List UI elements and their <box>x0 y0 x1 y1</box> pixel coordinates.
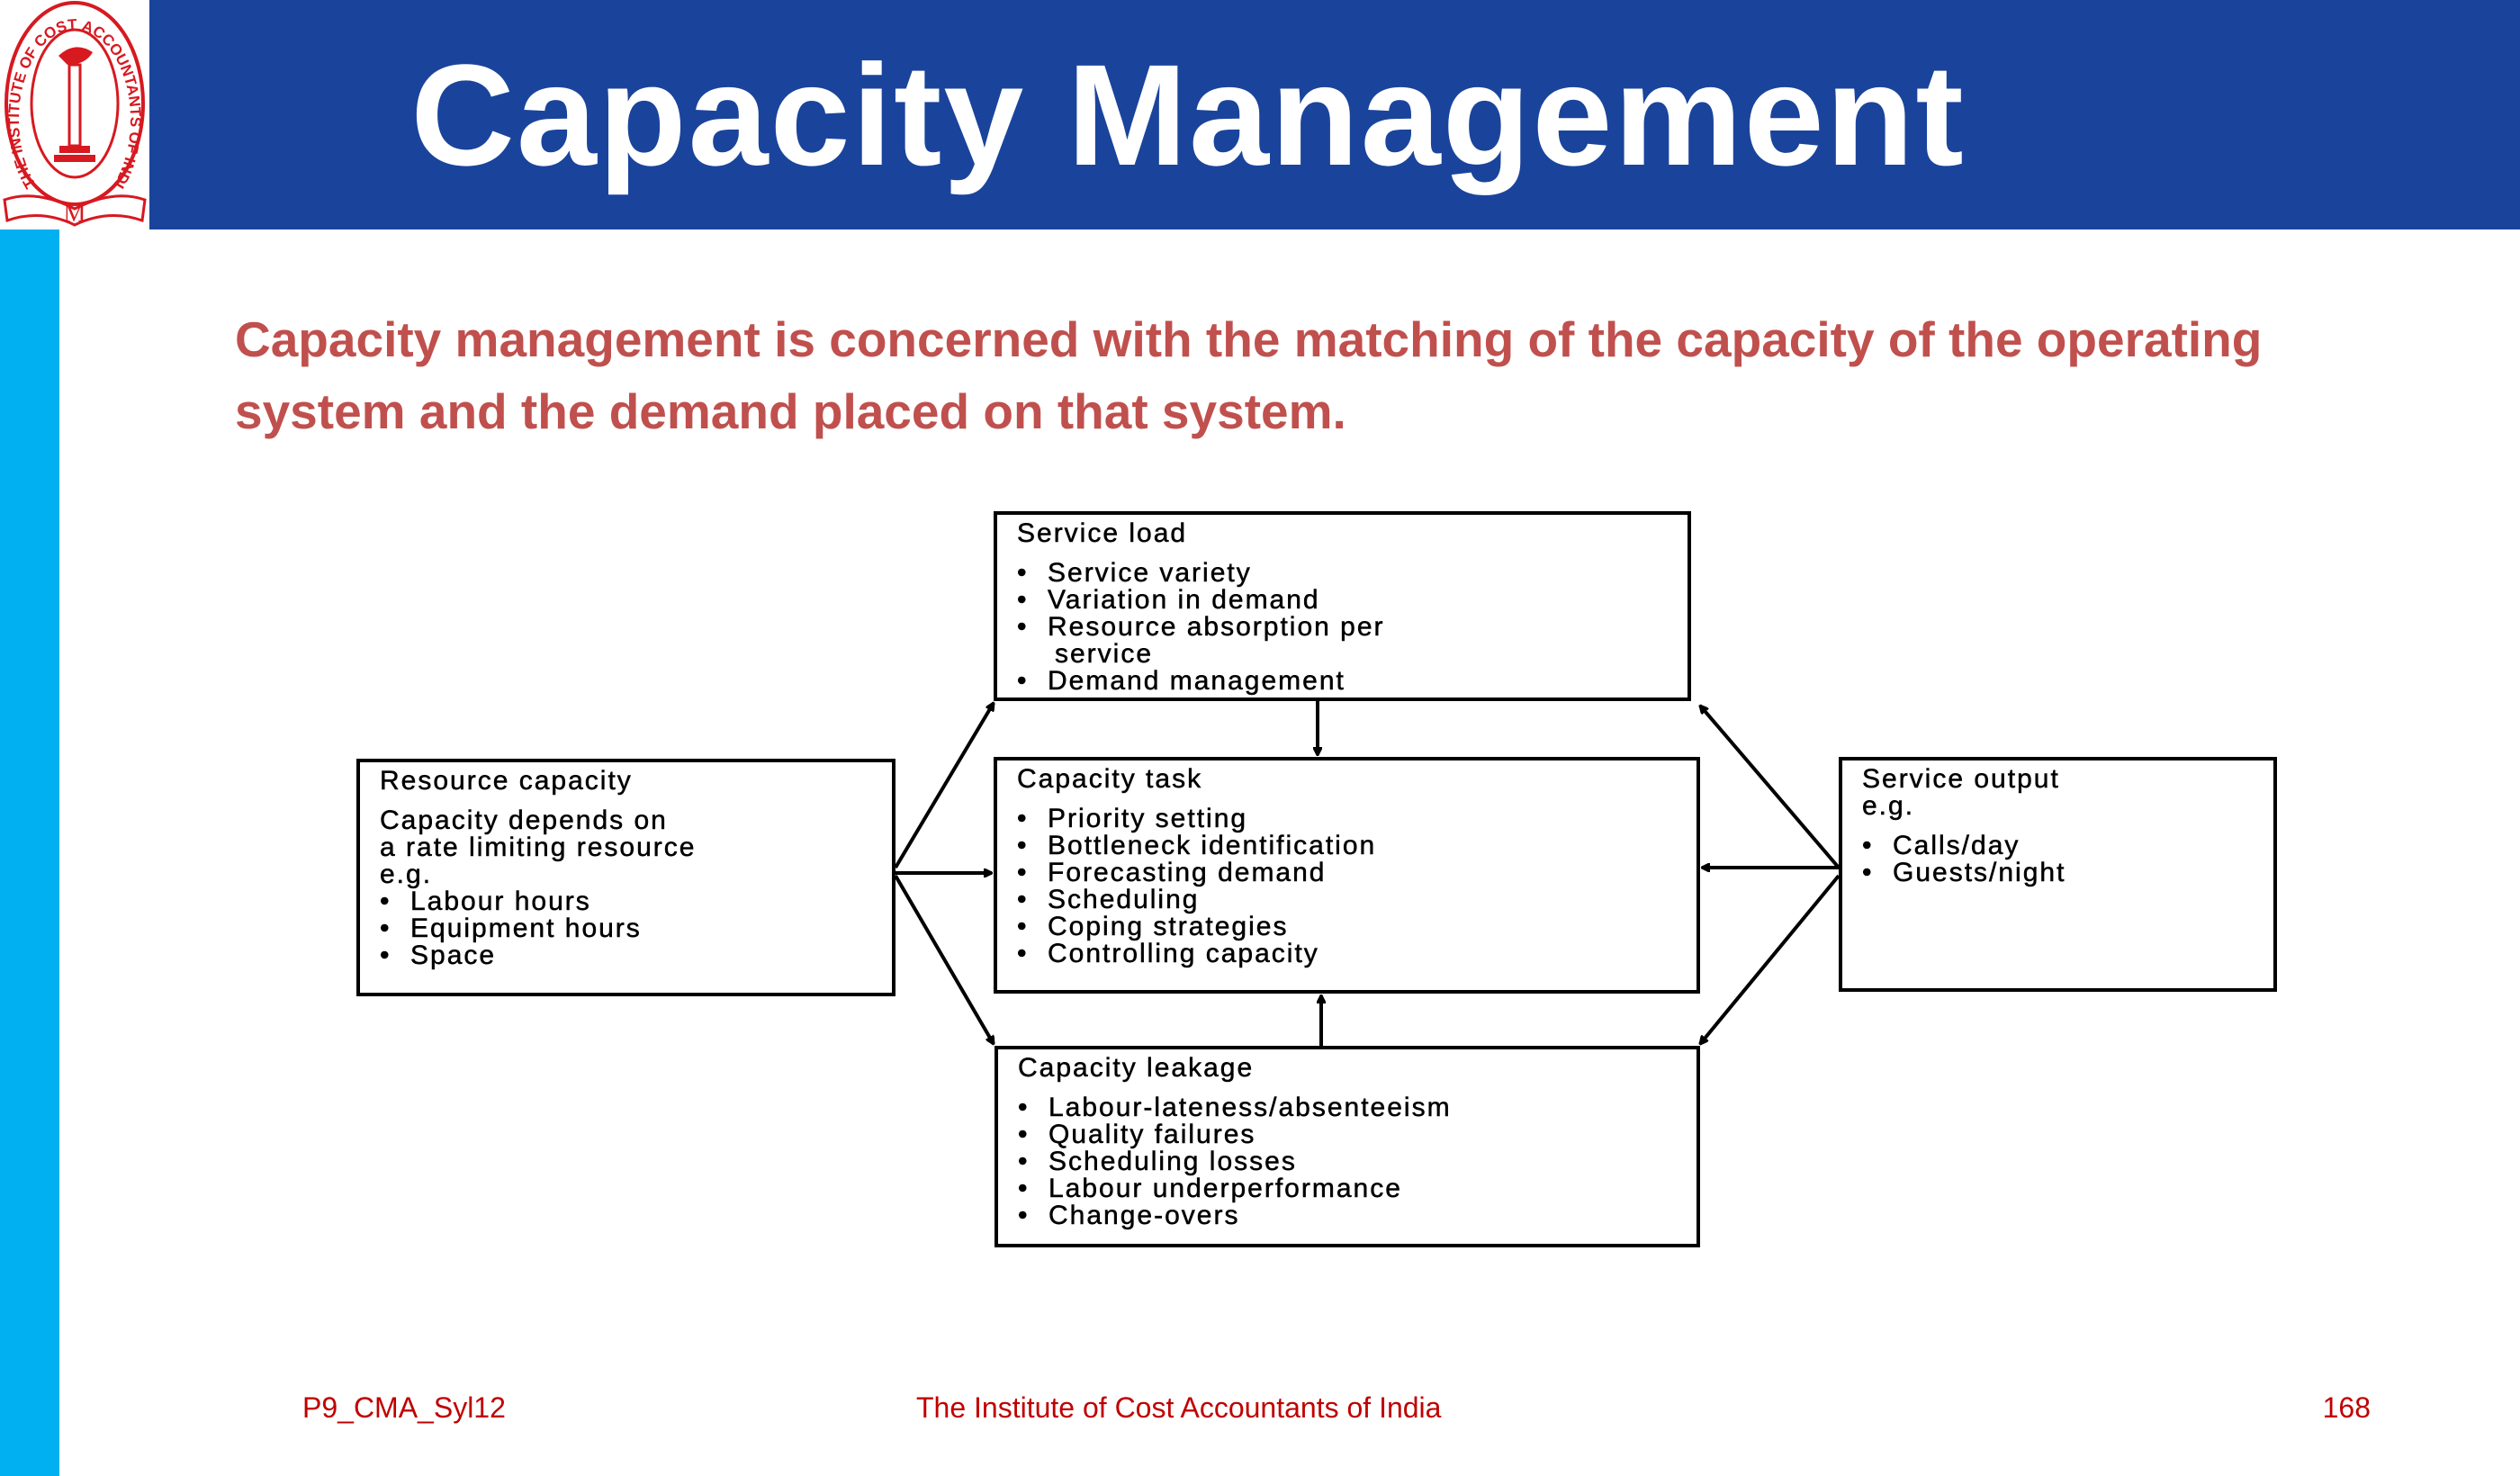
box-description: e.g. <box>1862 791 1915 821</box>
list-item: •Equipment hours <box>380 914 642 943</box>
list-item: •Service variety <box>1017 558 1252 588</box>
capacity-leakage-box: Capacity leakage •Labour-lateness/absent… <box>994 1046 1700 1247</box>
box-description: a rate limiting resource <box>380 832 697 862</box>
service-output-box: Service output e.g. •Calls/day •Guests/n… <box>1839 757 2277 992</box>
subtitle: Capacity management is concerned with th… <box>235 303 2413 447</box>
list-item: •Change-overs <box>1018 1201 1240 1230</box>
list-item: •Calls/day <box>1862 831 2020 860</box>
arrow-output-to-leakage <box>1700 874 1840 1044</box>
list-item: •Resource absorption per <box>1017 612 1385 642</box>
box-title: Service output <box>1862 764 2060 794</box>
page-title: Capacity Management <box>410 34 1966 195</box>
box-title: Capacity task <box>1017 764 1203 794</box>
box-title: Capacity leakage <box>1018 1053 1255 1083</box>
capacity-task-box: Capacity task •Priority setting •Bottlen… <box>994 757 1700 994</box>
list-item-continuation: service <box>1055 639 1154 669</box>
subtitle-line-1: Capacity management is concerned with th… <box>235 311 2263 367</box>
resource-capacity-box: Resource capacity Capacity depends on a … <box>356 759 896 996</box>
list-item: •Bottleneck identification <box>1017 831 1377 860</box>
footer-organization: The Institute of Cost Accountants of Ind… <box>916 1391 1442 1424</box>
arrow-resource-to-leakage <box>894 874 995 1044</box>
sidebar-accent-bar <box>0 230 59 1476</box>
institute-logo: THE INSTITUTE OF COST ACCOUNTANTS OF IND… <box>0 0 149 230</box>
arrow-output-to-load <box>1700 706 1840 869</box>
service-load-box: Service load •Service variety •Variation… <box>994 511 1691 701</box>
list-item: •Labour-lateness/absenteeism <box>1018 1093 1452 1122</box>
list-item: •Labour hours <box>380 886 591 916</box>
list-item: •Priority setting <box>1017 804 1248 833</box>
list-item: •Scheduling <box>1017 885 1200 914</box>
box-description: e.g. <box>380 860 433 889</box>
arrow-resource-to-load <box>894 703 995 869</box>
subtitle-line-2: system and the demand placed on that sys… <box>235 383 1346 439</box>
page-number: 168 <box>2322 1391 2371 1424</box>
list-item: •Scheduling losses <box>1018 1147 1297 1176</box>
header-bar <box>149 0 2520 230</box>
svg-text:M: M <box>64 200 86 228</box>
list-item: •Quality failures <box>1018 1120 1256 1149</box>
box-title: Resource capacity <box>380 766 633 796</box>
list-item: •Forecasting demand <box>1017 858 1327 887</box>
list-item: •Controlling capacity <box>1017 939 1319 968</box>
list-item: •Space <box>380 940 497 970</box>
list-item: •Labour underperformance <box>1018 1174 1402 1203</box>
list-item: •Guests/night <box>1862 858 2066 887</box>
footer-code: P9_CMA_Syl12 <box>302 1391 506 1424</box>
list-item: •Demand management <box>1017 666 1346 696</box>
list-item: •Coping strategies <box>1017 912 1289 941</box>
list-item: •Variation in demand <box>1017 585 1320 615</box>
box-description: Capacity depends on <box>380 806 668 835</box>
box-title: Service load <box>1017 518 1188 548</box>
